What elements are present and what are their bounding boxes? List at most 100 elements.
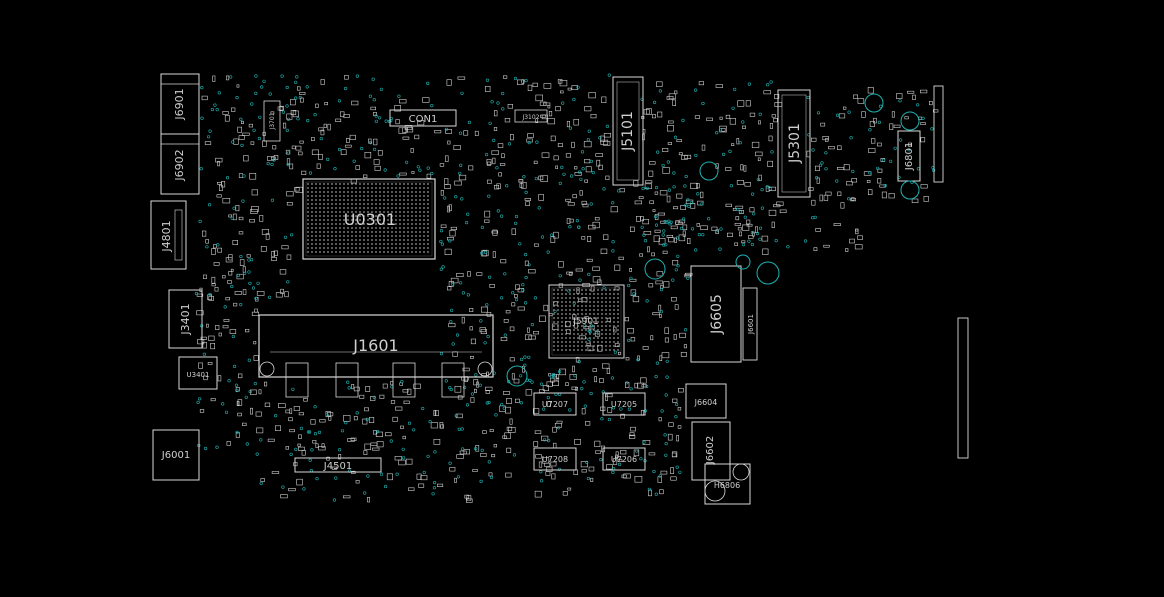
via bbox=[701, 101, 705, 106]
connector-j6605[interactable]: J6605 bbox=[690, 265, 742, 363]
smd-part bbox=[434, 410, 439, 417]
connector-con1[interactable]: CON1 bbox=[389, 109, 457, 127]
bga-ball bbox=[411, 239, 413, 241]
smd-part bbox=[743, 165, 747, 172]
bga-ball bbox=[589, 333, 591, 335]
bga-ball bbox=[427, 219, 429, 221]
smd-part bbox=[449, 230, 456, 237]
memory-chip-u7205[interactable]: U7205 bbox=[602, 392, 646, 416]
smd-part bbox=[232, 213, 237, 221]
connector-j6602[interactable]: J6602 bbox=[691, 421, 731, 481]
via bbox=[305, 85, 309, 89]
smd-part bbox=[808, 187, 814, 191]
smd-part bbox=[580, 461, 588, 468]
smd-part bbox=[535, 94, 543, 102]
bga-ball bbox=[347, 247, 349, 249]
smd-part bbox=[413, 383, 421, 389]
bga-ball bbox=[569, 321, 571, 323]
connector-j3401[interactable]: J3401 bbox=[168, 289, 203, 349]
bga-ball bbox=[601, 329, 603, 331]
bga-ball bbox=[327, 191, 329, 193]
smd-part bbox=[814, 165, 820, 171]
smd-part bbox=[213, 244, 217, 249]
bga-ball bbox=[339, 187, 341, 189]
smd-part bbox=[573, 119, 579, 126]
via bbox=[286, 163, 290, 167]
dimm-slot-j1601[interactable]: J1601 bbox=[258, 314, 494, 398]
bga-ball bbox=[311, 211, 313, 213]
smd-part bbox=[869, 121, 875, 127]
bga-ball bbox=[327, 243, 329, 245]
smd-part bbox=[851, 197, 855, 201]
memory-chip-u7207[interactable]: U7207 bbox=[533, 392, 577, 416]
smd-part bbox=[630, 426, 636, 432]
smd-part bbox=[630, 289, 637, 296]
bga-ball bbox=[335, 231, 337, 233]
connector-j6001[interactable]: J6001 bbox=[152, 429, 200, 481]
connector-j4801[interactable]: J4801 bbox=[150, 200, 187, 270]
bga-ball bbox=[331, 211, 333, 213]
smd-part bbox=[685, 199, 694, 204]
smd-part bbox=[553, 301, 558, 306]
connector-j4501[interactable]: J4501 bbox=[294, 457, 382, 473]
connector-j3102[interactable]: J3102 bbox=[514, 109, 548, 123]
connector-j6604[interactable]: J6604 bbox=[685, 383, 727, 419]
via bbox=[558, 274, 562, 278]
memory-chip-u7208[interactable]: U7208 bbox=[533, 447, 577, 471]
connector-j6601[interactable]: J6601 bbox=[742, 287, 758, 361]
smd-part bbox=[767, 160, 774, 167]
smd-part bbox=[203, 375, 208, 381]
smd-part bbox=[564, 321, 571, 328]
smd-part bbox=[838, 113, 846, 119]
chip-bga-center[interactable]: J5901 bbox=[548, 284, 625, 359]
bga-ball bbox=[335, 235, 337, 237]
bga-ball bbox=[427, 239, 429, 241]
connector-j0901[interactable] bbox=[957, 317, 969, 459]
connector-right-strip[interactable] bbox=[933, 85, 944, 183]
via bbox=[652, 100, 657, 104]
connector-j6902[interactable]: J6902 bbox=[160, 133, 200, 195]
connector-j3701[interactable]: J3701 bbox=[263, 100, 281, 142]
bga-ball bbox=[343, 223, 345, 225]
connector-j5301[interactable]: J5301 bbox=[777, 89, 811, 198]
smd-part bbox=[300, 97, 304, 103]
smd-part bbox=[600, 248, 608, 254]
smd-part bbox=[553, 155, 559, 161]
smd-part bbox=[339, 111, 345, 117]
bga-ball bbox=[561, 289, 563, 291]
bga-ball bbox=[323, 223, 325, 225]
bga-ball bbox=[557, 305, 559, 307]
smd-part bbox=[763, 90, 771, 95]
bga-ball bbox=[311, 239, 313, 241]
bga-ball bbox=[597, 333, 599, 335]
via bbox=[769, 80, 773, 84]
smd-part bbox=[932, 109, 939, 113]
via bbox=[580, 387, 584, 391]
smd-part bbox=[920, 137, 926, 143]
bga-ball bbox=[395, 215, 397, 217]
smd-part bbox=[448, 323, 456, 328]
via bbox=[523, 253, 528, 257]
mount-hole-h6806[interactable]: H6806 bbox=[704, 463, 751, 505]
smd-part bbox=[920, 184, 928, 189]
cpu-u0301[interactable]: U0301 bbox=[302, 178, 436, 260]
connector-j5101[interactable]: J5101 bbox=[612, 76, 644, 186]
bga-ball bbox=[605, 345, 607, 347]
smd-part bbox=[382, 383, 388, 389]
via bbox=[432, 486, 437, 490]
smd-part bbox=[206, 323, 209, 328]
via bbox=[383, 168, 387, 172]
bga-ball bbox=[407, 195, 409, 197]
memory-chip-u7206[interactable]: U7206 bbox=[602, 447, 646, 471]
bga-ball bbox=[351, 207, 353, 209]
bga-ball bbox=[351, 211, 353, 213]
chip-u3401[interactable]: U3401 bbox=[178, 356, 218, 390]
bga-ball bbox=[331, 239, 333, 241]
bga-ball bbox=[395, 187, 397, 189]
bga-ball bbox=[613, 297, 615, 299]
smd-part bbox=[295, 145, 302, 151]
via bbox=[250, 258, 254, 262]
bga-ball bbox=[565, 321, 567, 323]
bga-ball bbox=[323, 207, 325, 209]
bga-ball bbox=[387, 203, 389, 205]
